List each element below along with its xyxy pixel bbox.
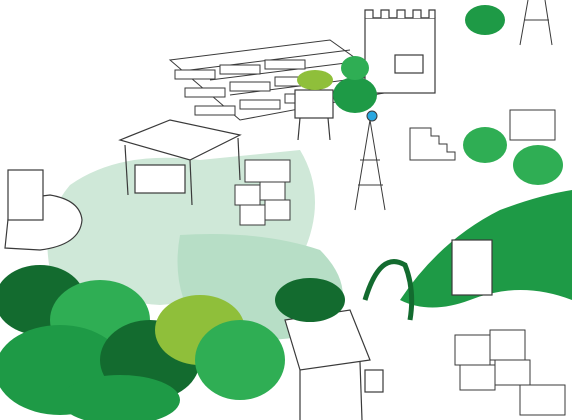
crate-stack-center (234, 159, 291, 226)
shade-canopy (284, 309, 384, 420)
scaffold-tower (519, 0, 553, 46)
castle-building (364, 9, 436, 94)
reception-desk (4, 169, 83, 251)
foliage-bottom-left (0, 265, 345, 420)
staircase (409, 127, 456, 161)
center-board-sign (294, 89, 334, 141)
gazebo (118, 119, 242, 206)
lattice-tower (354, 110, 386, 211)
info-panel-right (451, 239, 493, 296)
vine-arch (362, 259, 415, 321)
crate-stack-right (454, 109, 566, 416)
trees-upper (297, 5, 563, 185)
